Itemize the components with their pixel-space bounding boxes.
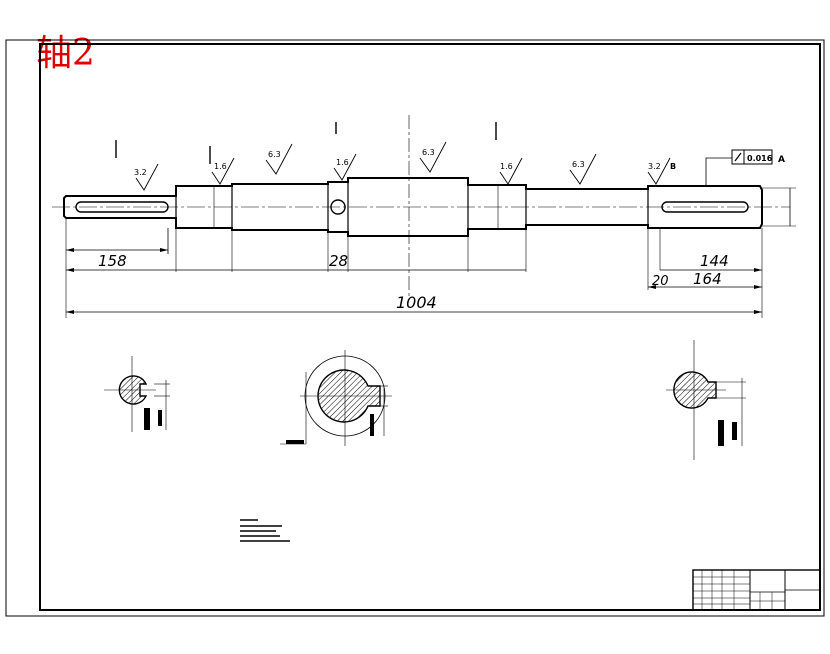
section-view-right [666, 340, 746, 460]
dim-right-step: 20 [652, 274, 669, 289]
dim-collar-width: 28 [329, 252, 348, 270]
shaft-step-lines [175, 178, 649, 236]
svg-text:1.6: 1.6 [214, 162, 227, 171]
dim-right-journal-length: 164 [693, 270, 722, 288]
section-view-left [104, 356, 170, 432]
tolerance-value: 0.016 [747, 154, 773, 163]
datum-marker: B [670, 162, 676, 171]
left-keyway [75, 201, 169, 213]
section-view-middle [280, 350, 392, 446]
pin-hole [330, 199, 346, 215]
dim-right-key-length: 144 [700, 252, 729, 270]
dim-left-key-length: 158 [98, 252, 127, 270]
tolerance-datum: A [778, 155, 785, 165]
svg-text:6.3: 6.3 [268, 150, 281, 159]
svg-text:6.3: 6.3 [422, 148, 435, 157]
outer-frame [5, 39, 825, 617]
right-keyway [661, 201, 749, 213]
dimension-lines [66, 188, 791, 313]
dimension-arrows [66, 248, 762, 314]
tolerance-frame: 0.016 A B [670, 149, 785, 186]
drawing-title: 轴2 [36, 33, 95, 74]
roughness-symbols [135, 141, 671, 191]
dim-overall-length: 1004 [396, 293, 437, 312]
inner-frame [39, 43, 821, 611]
svg-text:1.6: 1.6 [336, 158, 349, 167]
roughness-values: 3.2 1.6 6.3 1.6 6.3 1.6 6.3 3.2 [134, 148, 661, 177]
svg-text:3.2: 3.2 [648, 162, 661, 171]
title-block [692, 569, 821, 611]
svg-text:6.3: 6.3 [572, 160, 585, 169]
svg-text:1.6: 1.6 [500, 162, 513, 171]
diameter-marks [115, 122, 497, 164]
technical-notes [240, 519, 290, 542]
svg-text:3.2: 3.2 [134, 168, 147, 177]
